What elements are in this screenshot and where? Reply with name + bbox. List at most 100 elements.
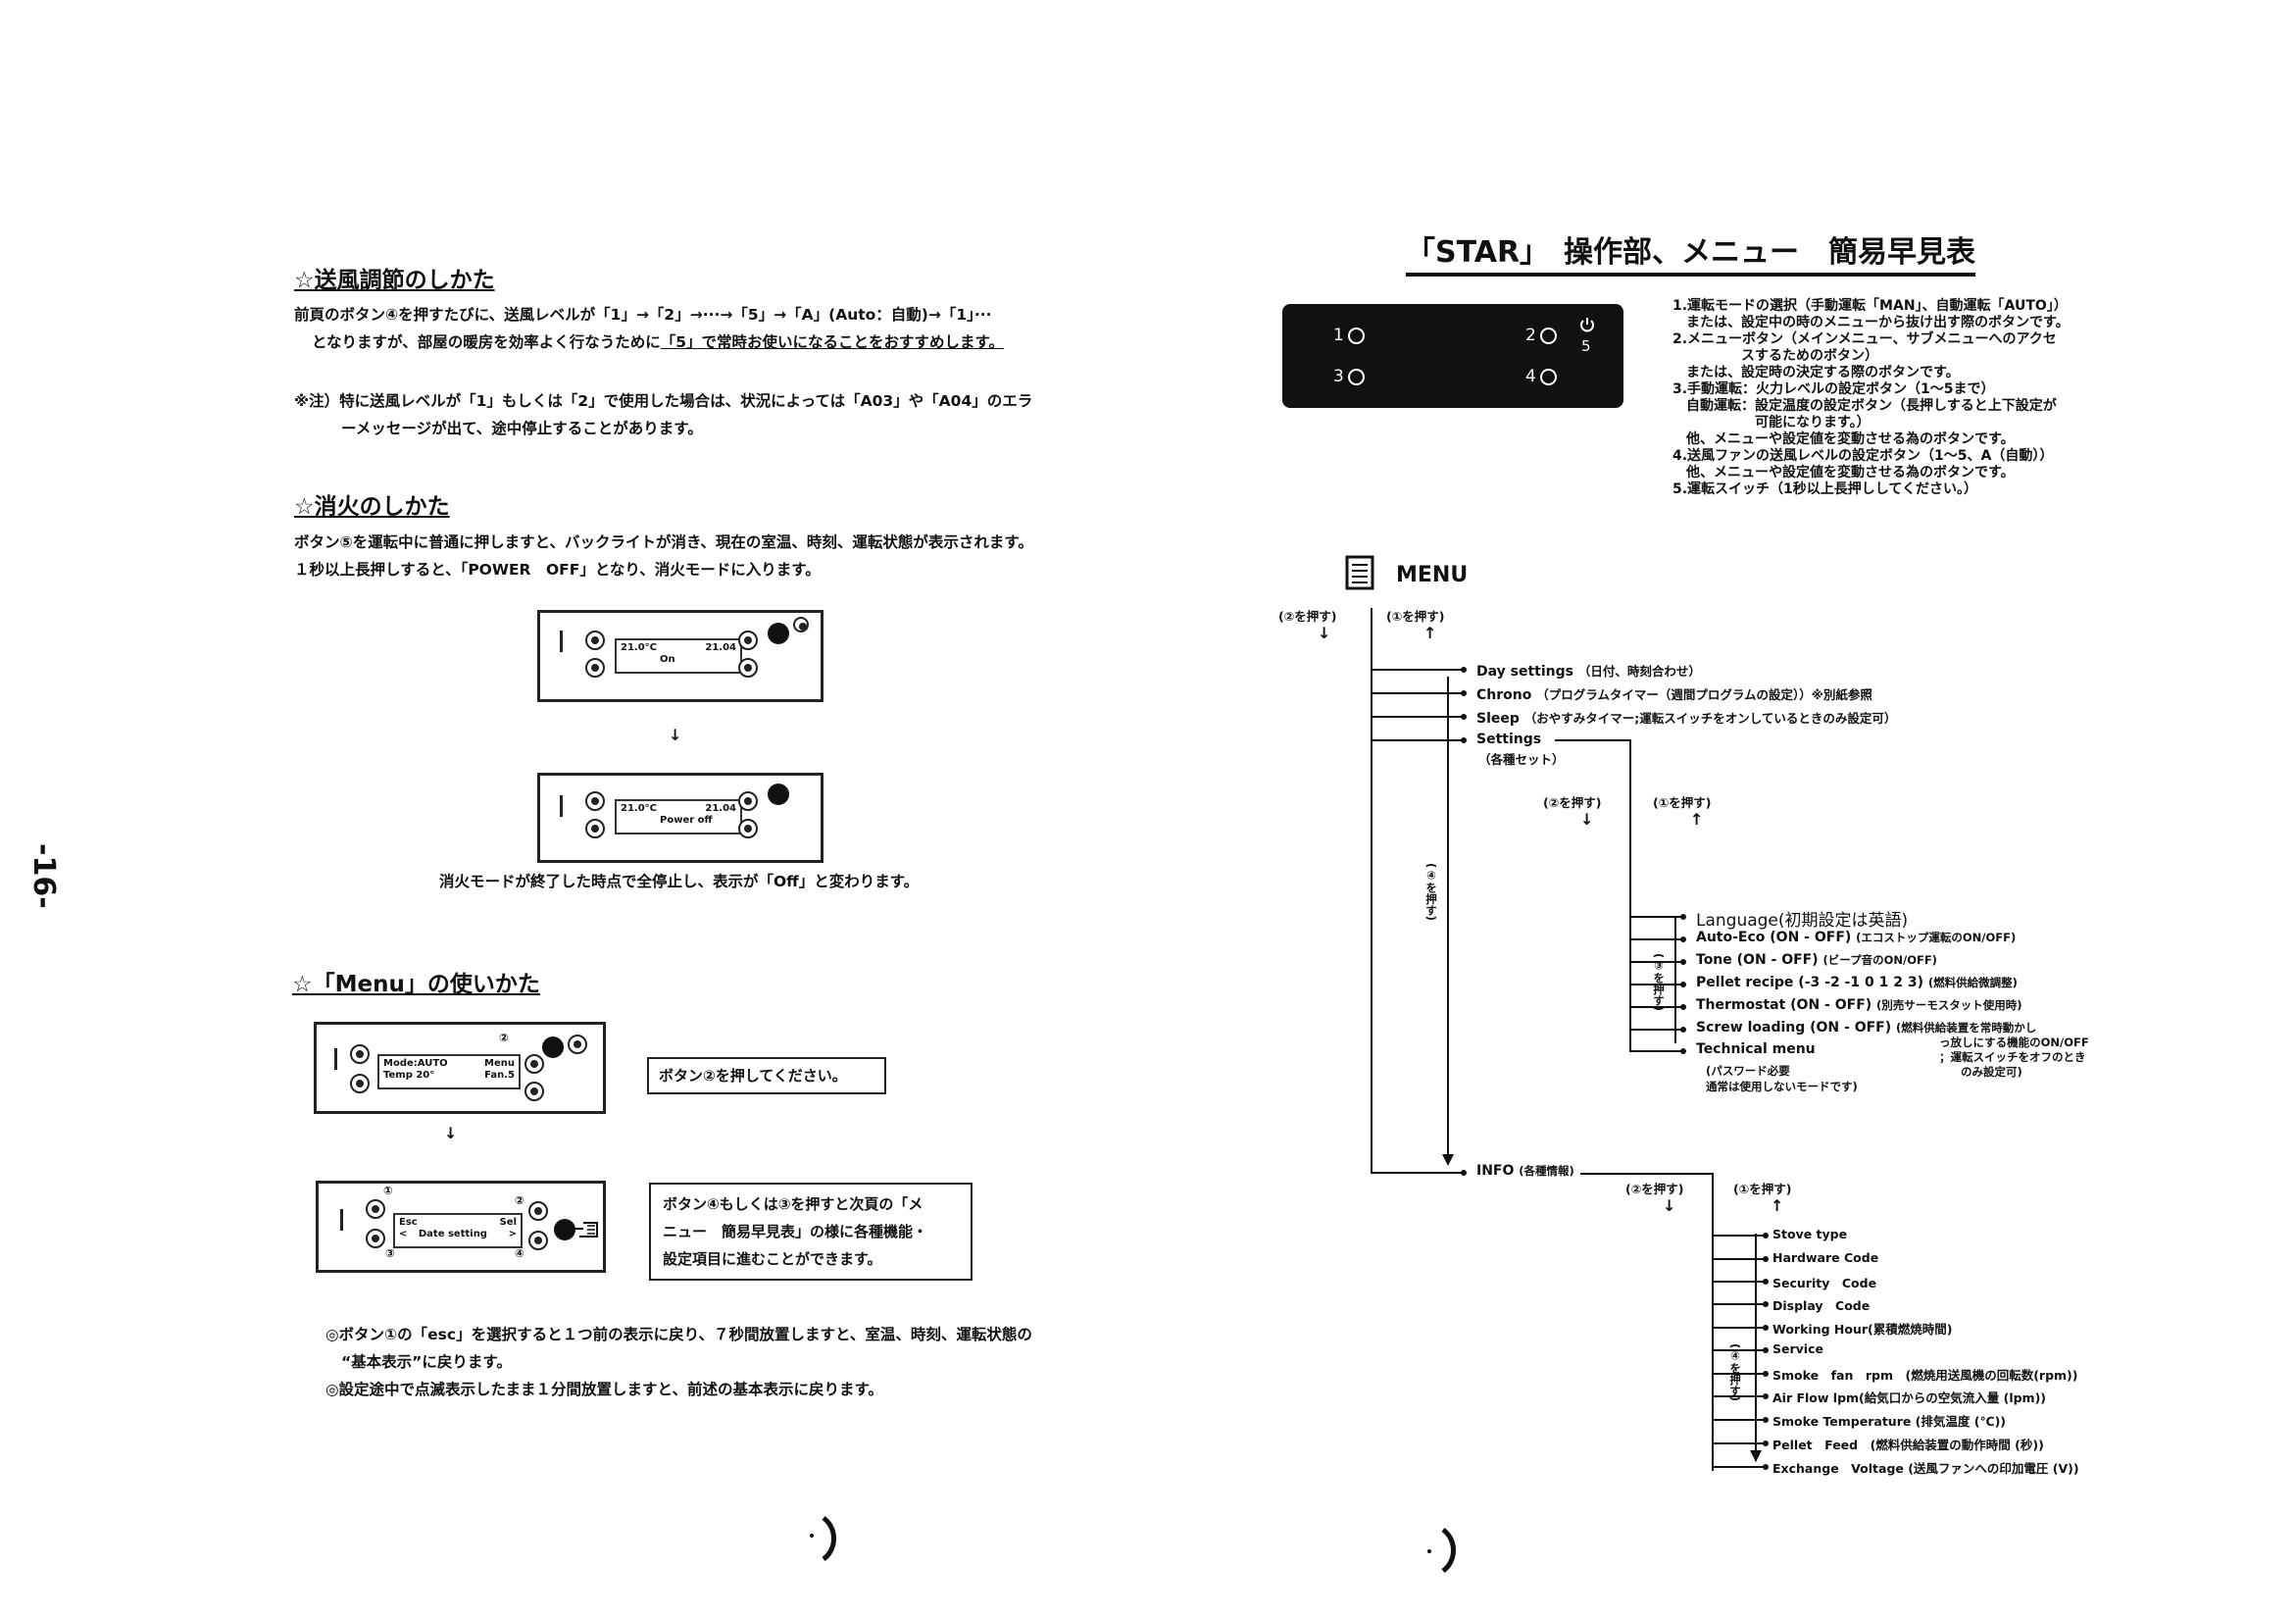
lcd-mode: Mode:AUTO	[383, 1058, 448, 1069]
legend-line: または、設定中の時のメニューから抜け出す際のボタンです。	[1672, 315, 2070, 330]
legend-line: または、設定時の決定する際のボタンです。	[1672, 365, 1960, 380]
up-arrow: ↑	[1690, 810, 1704, 829]
menu-label: MENU	[1396, 563, 1469, 587]
note-line: ；運転スイッチをオフのとき	[1939, 1050, 2086, 1064]
item-name: Sleep	[1476, 711, 1520, 727]
lcd-status: Power off	[660, 815, 713, 826]
down-arrow: ↓	[1580, 810, 1594, 829]
item-note: （日付、時刻合わせ）	[1577, 664, 1701, 679]
button-1-icon	[350, 1044, 370, 1064]
legend-line: 3.手動運転：火力レベルの設定ボタン（1～5まで）	[1672, 381, 1995, 397]
settings-item-technical-menu: Technical menu	[1696, 1041, 1816, 1057]
menu-icon	[1345, 555, 1374, 590]
button-1-number: 1	[1333, 326, 1344, 345]
button-3-icon	[366, 1229, 385, 1248]
button-3-icon	[585, 658, 605, 678]
item-note: (各種情報)	[1519, 1164, 1574, 1178]
settings-item-thermostat: Thermostat (ON - OFF) (別売サーモスタット使用時)	[1696, 997, 2022, 1013]
lcd-time: 21.04	[705, 642, 736, 653]
page-title: 「STAR」 操作部、メニュー 簡易早見表	[1406, 227, 1976, 277]
button-2-icon	[738, 791, 758, 811]
instruction-box-2-line-2: ニュー 簡易早見表」の様に各種機能・	[663, 1223, 928, 1240]
legend-line: 2.メニューボタン（メインメニュー、サブメニューへのアクセ	[1672, 331, 2057, 347]
button-3-label: ③	[385, 1246, 395, 1260]
legend-line: 5.運転スイッチ（1秒以上長押ししてください。）	[1672, 481, 1977, 497]
lcd-display: Esc Sel < Date setting >	[393, 1213, 523, 1248]
page-number: -16-	[26, 843, 61, 909]
control-panel-illustration-off: 21.0°C 21.04 Power off	[537, 773, 824, 863]
button-1-icon	[585, 791, 605, 811]
item-note: (別売サーモスタット使用時)	[1876, 998, 2022, 1012]
control-panel-diagram: 1 3 2 4 5	[1282, 304, 1623, 408]
item-note: (燃料供給微調整)	[1927, 976, 2018, 989]
off-caption: 消火モードが終了した時点で全停止し、表示が「Off」と変わります。	[439, 873, 920, 890]
button-2-number: 2	[1525, 326, 1536, 345]
button-4-icon	[524, 1082, 544, 1101]
button-3-number: 3	[1333, 367, 1344, 386]
power-button-icon	[768, 623, 789, 644]
item-note: (ビープ音のON/OFF)	[1822, 953, 1937, 967]
lcd-display: 21.0°C 21.04 Power off	[615, 799, 742, 834]
info-item: Pellet Feed (燃料供給装置の動作時間 (秒))	[1772, 1438, 2044, 1452]
menu-section-title: ☆「Menu」の使いかた	[292, 972, 540, 997]
lcd-date-setting: Date setting	[418, 1229, 487, 1239]
off-line-2: １秒以上長押しすると、「POWER OFF」となり、消火モードに入ります。	[294, 561, 821, 579]
power-button-icon	[554, 1219, 575, 1240]
fan-line-1: 前頁のボタン④を押すたびに、送風レベルが「1」→「2」→···→「5」→「A」(…	[294, 306, 992, 324]
fan-note-2: ーメッセージが出て、途中停止することがあります。	[341, 420, 703, 437]
instruction-box-2-line-1: ボタン④もしくは③を押すと次頁の「メ	[663, 1195, 923, 1213]
button-legend: 1.運転モードの選択（手動運転「MAN」、自動運転「AUTO」） または、設定中…	[1672, 298, 2070, 498]
item-note: (燃料供給装置を常時動かし	[1896, 1021, 2037, 1035]
button-2-icon	[738, 631, 758, 650]
item-name: Screw loading (ON - OFF)	[1696, 1020, 1892, 1036]
legend-line: 自動運転：設定温度の設定ボタン（長押しすると上下設定が	[1672, 398, 2057, 414]
power-button-icon	[768, 783, 789, 805]
button-4-label: ④	[515, 1246, 524, 1260]
info-item: Security Code	[1772, 1276, 1877, 1290]
button-3-icon	[585, 819, 605, 838]
button-2-label: ②	[515, 1193, 524, 1207]
fan-line-2: となりますが、部屋の暖房を効率よく行なうために「5」で常時お使いになることをおす…	[312, 329, 1004, 356]
button-5-label-icon	[793, 617, 809, 632]
menu-item-sleep: Sleep （おやすみタイマー;運転スイッチをオンしているときのみ設定可）	[1476, 708, 1896, 727]
button-5-number: 5	[1581, 337, 1591, 355]
push-2-label: (②を押す)	[1278, 609, 1337, 624]
legend-line: 他、メニューや設定値を変動させる為のボタンです。	[1672, 431, 2015, 447]
push-4-vertical-label: (④を押す)	[1424, 863, 1438, 922]
info-item: Air Flow lpm(給気口からの空気流入量 (lpm))	[1772, 1390, 2047, 1405]
legend-line: スするためのボタン）	[1672, 348, 1878, 364]
item-name: Tone (ON - OFF)	[1696, 952, 1819, 968]
binding-mark-icon	[1427, 1527, 1456, 1574]
note-line: 通常は使用しないモードです)	[1706, 1080, 1858, 1093]
button-4-icon	[738, 658, 758, 678]
lcd-fan: Fan.5	[484, 1070, 515, 1081]
legend-line: 可能になります。）	[1672, 415, 1871, 430]
button-1-icon	[585, 631, 605, 650]
lcd-temp: 21.0°C	[621, 642, 658, 653]
menu-note-1b: “基本表示”に戻ります。	[341, 1353, 512, 1371]
item-note: （おやすみタイマー;運転スイッチをオンしているときのみ設定可）	[1523, 711, 1897, 726]
push-1-label: (①を押す)	[1733, 1182, 1792, 1196]
down-arrow: ↓	[444, 1124, 458, 1142]
menu-item-info: INFO (各種情報)	[1476, 1163, 1574, 1179]
down-arrowhead-icon	[1442, 1154, 1454, 1166]
item-name: INFO	[1476, 1163, 1515, 1179]
item-note: （プログラムタイマー（週間プログラムの設定））※別紙参照	[1536, 687, 1872, 702]
binding-mark-icon	[810, 1515, 836, 1562]
button-1-label: ①	[383, 1184, 393, 1197]
lcd-temp: Temp 20°	[383, 1070, 435, 1081]
settings-item-language: Language(初期設定は英語)	[1696, 906, 1908, 931]
menu-item-settings: Settings	[1476, 732, 1542, 747]
fan-recommendation: 「5」で常時お使いになることをおすすめします。	[660, 333, 1004, 351]
button-4-number: 4	[1525, 367, 1536, 386]
info-item: Hardware Code	[1772, 1250, 1879, 1265]
info-item: Stove type	[1772, 1227, 1848, 1241]
lcd-temp: 21.0°C	[621, 803, 658, 814]
screw-loading-note: っ放しにする機能のON/OFF ；運転スイッチをオフのとき のみ設定可)	[1939, 1036, 2089, 1080]
down-arrow: ↓	[1663, 1196, 1676, 1215]
up-arrow: ↑	[1771, 1196, 1784, 1215]
settings-item-pellet-recipe: Pellet recipe (-3 -2 -1 0 1 2 3) (燃料供給微調…	[1696, 975, 2018, 990]
note-line: っ放しにする機能のON/OFF	[1939, 1036, 2089, 1049]
fan-note-1: ※注）特に送風レベルが「1」もしくは「2」で使用した場合は、状況によっては「A0…	[294, 392, 1033, 410]
item-name: Day settings	[1476, 664, 1573, 680]
